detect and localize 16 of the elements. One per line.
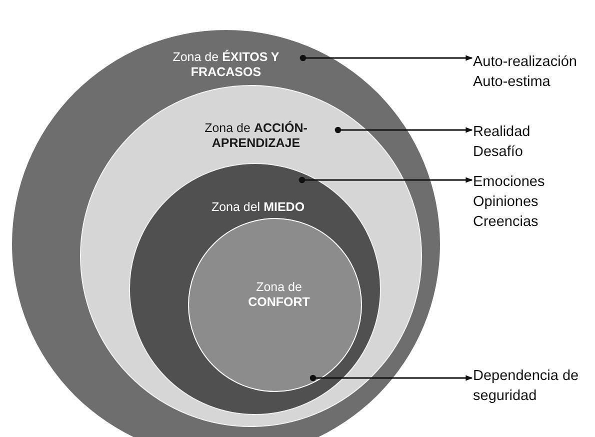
zone-label: Zona de ACCIÓN-APRENDIZAJE bbox=[204, 121, 308, 151]
arrow bbox=[298, 176, 473, 184]
zone-trait-text: Dependencia de seguridad bbox=[473, 367, 580, 406]
zone-label: Zona del MIEDO bbox=[210, 200, 306, 215]
zone-label: Zona de ÉXITOS Y FRACASOS bbox=[172, 50, 280, 80]
zone-trait-text: Emociones bbox=[473, 173, 545, 192]
arrow bbox=[310, 374, 473, 382]
zone-trait-text: Auto-realización bbox=[473, 53, 577, 72]
zone-label: Zona de CONFORT bbox=[247, 280, 311, 310]
zone-trait-text: Opiniones bbox=[473, 193, 540, 212]
zone-trait-text: Auto-estima bbox=[473, 73, 552, 92]
zone-trait-text: Desafío bbox=[473, 143, 524, 162]
arrow bbox=[300, 54, 473, 62]
zone-trait-text: Creencias bbox=[473, 213, 540, 232]
arrow bbox=[334, 126, 473, 134]
zone-trait-text: Realidad bbox=[473, 123, 530, 142]
